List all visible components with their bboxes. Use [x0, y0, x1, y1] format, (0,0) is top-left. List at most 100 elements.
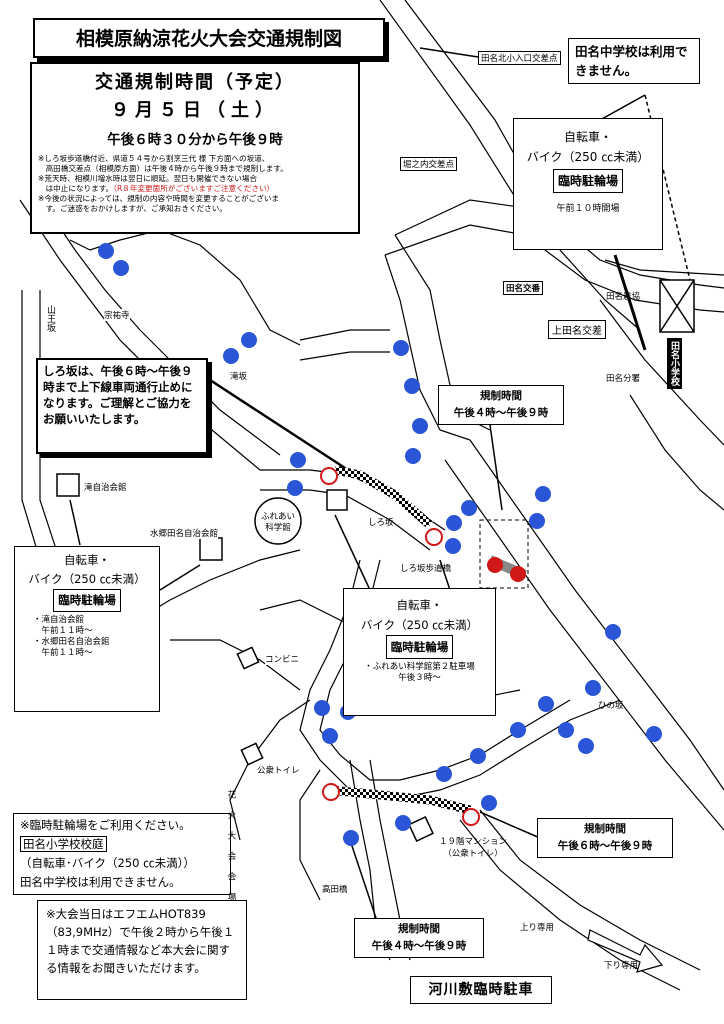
bike-notice-line3: （自転車･バイク（250 ㏄未満）） [20, 856, 195, 870]
one-way-sign-icon [404, 378, 420, 394]
one-way-sign-icon [585, 680, 601, 696]
regulation-b-time: 午後６時～午後９時 [557, 840, 653, 852]
parking-top-heading: 臨時駐輪場 [552, 169, 623, 193]
one-way-sign-icon [113, 260, 129, 276]
regulation-c-heading: 規制時間 [398, 923, 440, 935]
direction-arrow [587, 929, 664, 973]
one-way-sign-icon [290, 452, 306, 468]
one-way-sign-icon [412, 418, 428, 434]
place-shirozaka-bridge: しろ坂歩道橋 [400, 564, 452, 574]
place-yamanoue-slope: 山王坂 [45, 305, 55, 332]
parking-box-middle: 自転車・ バイク（250 ㏄未満） 臨時駐輪場 ・ふれあい科学館第２駐車場 午後… [343, 588, 496, 716]
shirozaka-area-outline [479, 519, 529, 589]
one-way-sign-icon [393, 340, 409, 356]
regulation-a-heading: 規制時間 [480, 390, 522, 402]
schedule-note: ※しろ坂歩道橋付近、県道５４号から割烹三代 様 下方面への坂道、 [38, 154, 270, 163]
parking-mid-item: ・ふれあい科学館第２駐車場 [364, 662, 475, 672]
one-way-sign-icon [538, 696, 554, 712]
parking-left-item: 午前１１時～ [33, 626, 93, 636]
bike-notice-line2: 田名小学校校庭 [20, 836, 107, 852]
regulation-box-b: 規制時間 午後６時～午後９時 [537, 818, 673, 858]
schedule-note: ※荒天時、相模川増水時は翌日に順延。翌日も開催できない場合 [38, 174, 257, 183]
no-entry-sign-icon [322, 783, 340, 801]
place-hinosaka: ひの坂 [598, 701, 624, 711]
parking-left-item: 午前１１時～ [33, 648, 93, 658]
bike-notice-line4: 田名中学校は利用できません。 [20, 875, 181, 889]
river-parking-label: 河川敷臨時駐車 [410, 976, 552, 1004]
one-way-sign-icon [241, 332, 257, 348]
one-way-sign-icon [405, 448, 421, 464]
place-downhill-only: 下り専用 [604, 961, 639, 971]
closed-section-shirozaka [334, 465, 433, 529]
place-fireworks-venue: 花火大会会場 [226, 790, 236, 913]
one-way-sign-icon [98, 243, 114, 259]
place-public-toilet: 公衆トイレ [257, 764, 300, 776]
one-way-sign-icon [445, 538, 461, 554]
schedule-date: ９月５日（土） [111, 100, 279, 121]
one-way-sign-icon [510, 722, 526, 738]
one-way-sign-icon [605, 624, 621, 640]
parking-top-line2: バイク（250 ㏄未満） [526, 150, 650, 164]
parking-left-heading: 臨時駐輪場 [53, 589, 121, 612]
map-title: 相模原納涼花火大会交通規制図 [33, 18, 385, 58]
place-tana-nokyo: 田名農協 [606, 292, 641, 302]
no-entry-sign-icon [425, 528, 443, 546]
parking-left-line1: 自転車・ [64, 553, 110, 567]
schedule-box: 交通規制時間（予定） ９月５日（土） 午後６時３０分から午後９時 ※しろ坂歩道橋… [30, 62, 360, 234]
place-takada-bridge: 高田橋 [322, 883, 348, 895]
place-horinouchi-junction: 堀之内交差点 [400, 157, 458, 171]
one-way-sign-icon [461, 500, 477, 516]
place-taki-hall: 滝自治会館 [84, 481, 127, 493]
place-convenience-store: コンビニ [265, 653, 300, 665]
parking-left-item: ・滝自治会館 [33, 615, 85, 625]
one-way-sign-icon [529, 513, 545, 529]
schedule-note: は中止になります。 [38, 184, 114, 193]
one-way-sign-icon [395, 815, 411, 831]
tana-junior-high-notice: 田名中学校は利用できません。 [568, 38, 700, 84]
closed-section-lower [329, 785, 472, 815]
place-takisaka: 滝坂 [230, 370, 248, 382]
schedule-note-red: （R８年変更箇所がございますご注意ください） [113, 184, 275, 193]
parking-box-left: 自転車・ バイク（250 ㏄未満） 臨時駐輪場 ・滝自治会館 午前１１時～ ・水… [14, 546, 160, 712]
schedule-time: 午後６時３０分から午後９時 [107, 132, 283, 148]
place-tana-bunsho: 田名分署 [606, 374, 641, 384]
one-way-sign-icon [535, 486, 551, 502]
parking-mid-heading: 臨時駐輪場 [385, 635, 454, 659]
no-entry-sign-icon [510, 566, 526, 582]
buildings [56, 279, 695, 842]
one-way-sign-icon [470, 748, 486, 764]
parking-left-line2: バイク（250 ㏄未満） [28, 572, 146, 586]
place-kamitana-junction: 上田名交差 [548, 320, 606, 339]
place-shirozaka: しろ坂 [368, 518, 394, 528]
place-sokoji-temple: 宗祐寺 [104, 309, 130, 321]
one-way-sign-icon [446, 515, 462, 531]
one-way-sign-icon [646, 726, 662, 742]
regulation-box-c: 規制時間 午後４時～午後９時 [354, 918, 484, 958]
schedule-note: す。ご迷惑をおかけしますが、ご承知おきください。 [38, 204, 227, 213]
place-tana-elementary: 田名小学校 [667, 338, 682, 389]
schedule-note: 高田橋交差点（相模原方面）は午後４時から午後９時まで規制します。 [38, 164, 288, 173]
one-way-sign-icon [314, 700, 330, 716]
parking-top-line1: 自転車・ [563, 130, 612, 144]
one-way-sign-icon [436, 766, 452, 782]
schedule-heading: 交通規制時間（予定） [95, 72, 295, 93]
place-uphill-only: 上り専用 [520, 923, 555, 933]
no-entry-sign-icon [487, 557, 503, 573]
place-suigo-hall: 水郷田名自治会館 [150, 527, 219, 539]
place-19f-mansion: １９階マンション（公衆トイレ） [438, 837, 507, 859]
schedule-note-line: は中止になります。（R８年変更箇所がございますご注意ください） [38, 184, 352, 194]
parking-mid-item: 午後３時～ [398, 673, 441, 683]
parking-left-item: ・水郷田名自治会館 [33, 637, 110, 647]
place-tana-kita-junction: 田名北小入口交差点 [478, 51, 561, 65]
one-way-sign-icon [578, 738, 594, 754]
radio-notice: ※大会当日はエフエムHOT839（83,9MHz）で午後２時から午後１１時まで交… [37, 900, 247, 1000]
bike-parking-notice: ※臨時駐輪場をご利用ください。 田名小学校校庭 （自転車･バイク（250 ㏄未満… [13, 813, 231, 895]
one-way-sign-icon [558, 722, 574, 738]
parking-top-time: 午前１０時開場 [556, 204, 620, 214]
parking-mid-line2: バイク（250 ㏄未満） [360, 618, 479, 632]
one-way-sign-icon [481, 795, 497, 811]
place-fureai-museum: ふれあい科学館 [260, 512, 295, 533]
one-way-sign-icon [322, 728, 338, 744]
one-way-sign-icon [223, 348, 239, 364]
